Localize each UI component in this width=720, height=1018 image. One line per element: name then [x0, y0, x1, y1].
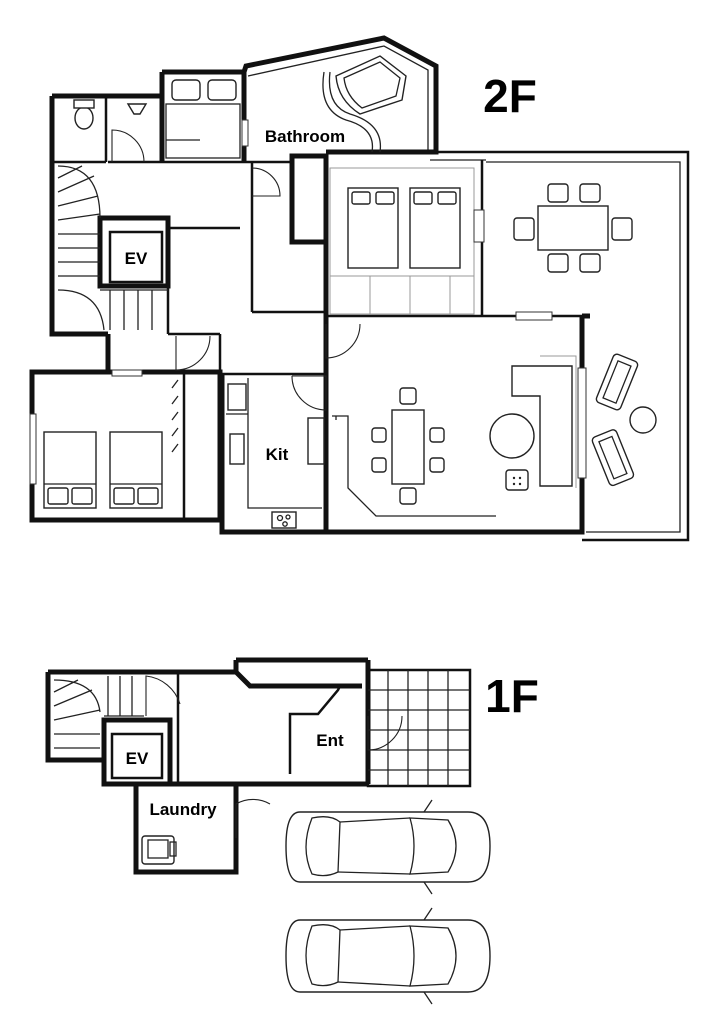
- terrace-lounge: [591, 353, 657, 487]
- kitchen-label: Kit: [266, 445, 289, 464]
- elevator-label-1f: EV: [126, 749, 149, 768]
- bedroom-lower: [29, 369, 179, 509]
- floor-2f: EV Bathroom: [29, 35, 690, 542]
- sofa-icon: [595, 353, 639, 411]
- elevator-1f: EV: [110, 732, 164, 780]
- walls-2f: [29, 35, 590, 535]
- laundry-room: Laundry: [141, 798, 271, 865]
- sink-icon: [126, 103, 148, 115]
- bedroom-upper: [329, 167, 553, 321]
- table-icon: [537, 205, 609, 251]
- washing-machine-icon: [141, 835, 175, 865]
- coffee-table-icon: [489, 413, 535, 459]
- elevator-2f: EV: [108, 230, 164, 284]
- side-table-icon: [629, 406, 657, 434]
- floor-label-1f: 1F: [485, 670, 539, 722]
- car-icon: [285, 799, 491, 895]
- living-room: [332, 355, 587, 517]
- dining-table-icon: [391, 409, 425, 485]
- floor-label-2f: 2F: [483, 70, 537, 122]
- terrace: [430, 150, 690, 542]
- sofa-icon: [591, 429, 635, 487]
- entrance-tiles: [366, 668, 472, 788]
- car-icon: [285, 907, 491, 1005]
- toilet-icon: [74, 106, 94, 130]
- top-room-fixtures: [165, 79, 241, 159]
- elevator-label-2f: EV: [125, 249, 148, 268]
- stairs-2f: [57, 165, 168, 331]
- kitchen: Kit: [227, 383, 325, 529]
- toilet-room: [52, 96, 148, 164]
- entrance-label: Ent: [316, 731, 344, 750]
- bathroom-label: Bathroom: [265, 127, 345, 146]
- bathroom-fixtures: Bathroom: [241, 55, 407, 153]
- laundry-label: Laundry: [149, 800, 217, 819]
- terrace-dining: [513, 183, 633, 273]
- sofa-icon: [511, 365, 573, 487]
- doors-2f: [175, 167, 361, 411]
- floor-1f: EV Ent Laundry 1F: [45, 657, 539, 1005]
- stairs-1f: [53, 675, 181, 749]
